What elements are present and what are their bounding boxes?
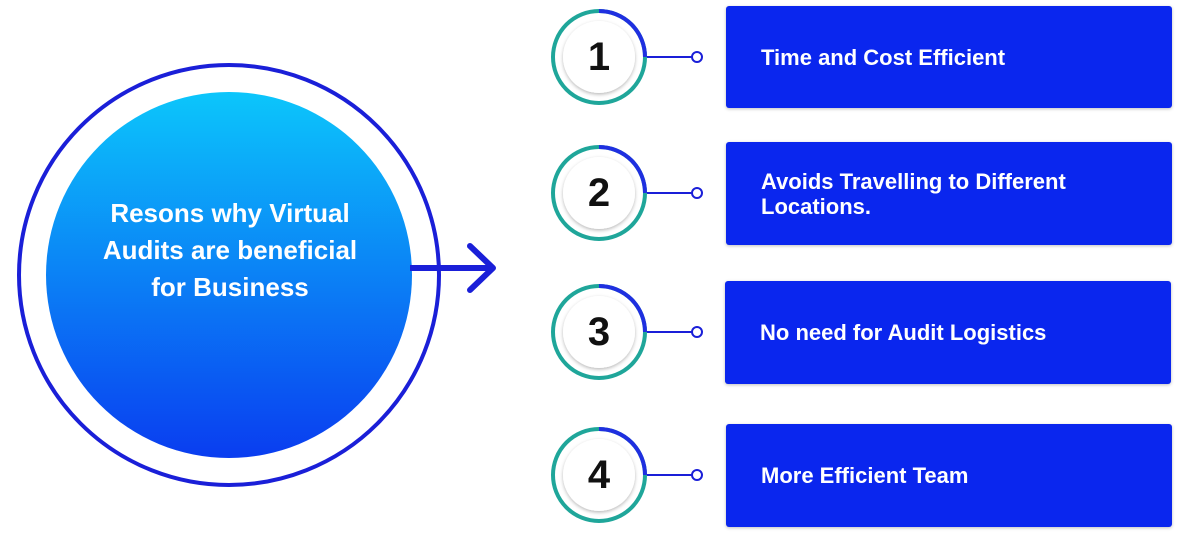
step-badge-2 xyxy=(551,145,647,241)
central-circle xyxy=(46,92,412,458)
step-badge-1 xyxy=(551,9,647,105)
step-box-2-line-2: Locations. xyxy=(761,193,872,219)
step-badge-4 xyxy=(551,427,647,523)
step-box-3-label: No need for Audit Logistics xyxy=(760,320,1046,345)
step-badge-3 xyxy=(551,284,647,380)
connector-2 xyxy=(647,187,703,199)
central-title-line-1: Resons why Virtual xyxy=(110,198,350,228)
step-number-2: 2 xyxy=(587,171,611,215)
central-title-line-3: for Business xyxy=(151,271,309,302)
step-box-4-label: More Efficient Team xyxy=(761,463,968,488)
step-box-1: Time and Cost Efficient xyxy=(726,6,1172,108)
step-box-2: Avoids Travelling to Different Locations… xyxy=(726,142,1172,245)
step-box-3-line-1: No need for Audit Logistics xyxy=(760,320,1047,345)
connector-4 xyxy=(647,469,703,481)
central-title: Resons why Virtual Audits are beneficial… xyxy=(60,195,400,306)
step-box-4: More Efficient Team xyxy=(726,424,1172,527)
step-box-2-line-1: Avoids Travelling to Different xyxy=(761,168,1066,194)
step-number-1: 1 xyxy=(587,35,611,79)
step-box-3: No need for Audit Logistics xyxy=(725,281,1171,384)
connector-3 xyxy=(647,326,703,338)
step-number-4: 4 xyxy=(587,453,611,497)
step-box-1-label: Time and Cost Efficient xyxy=(761,45,1005,70)
step-number-3: 3 xyxy=(587,310,611,354)
step-box-2-label: Avoids Travelling to Different Locations… xyxy=(761,169,1066,219)
central-title-line-2: Audits are beneficial xyxy=(102,234,358,265)
connector-1 xyxy=(647,51,703,63)
arrow-head-icon xyxy=(467,243,496,293)
central-outer-ring xyxy=(17,63,441,487)
step-box-1-line-1: Time and Cost Efficient xyxy=(761,44,1006,70)
step-box-4-line-1: More Efficient Team xyxy=(761,463,969,488)
